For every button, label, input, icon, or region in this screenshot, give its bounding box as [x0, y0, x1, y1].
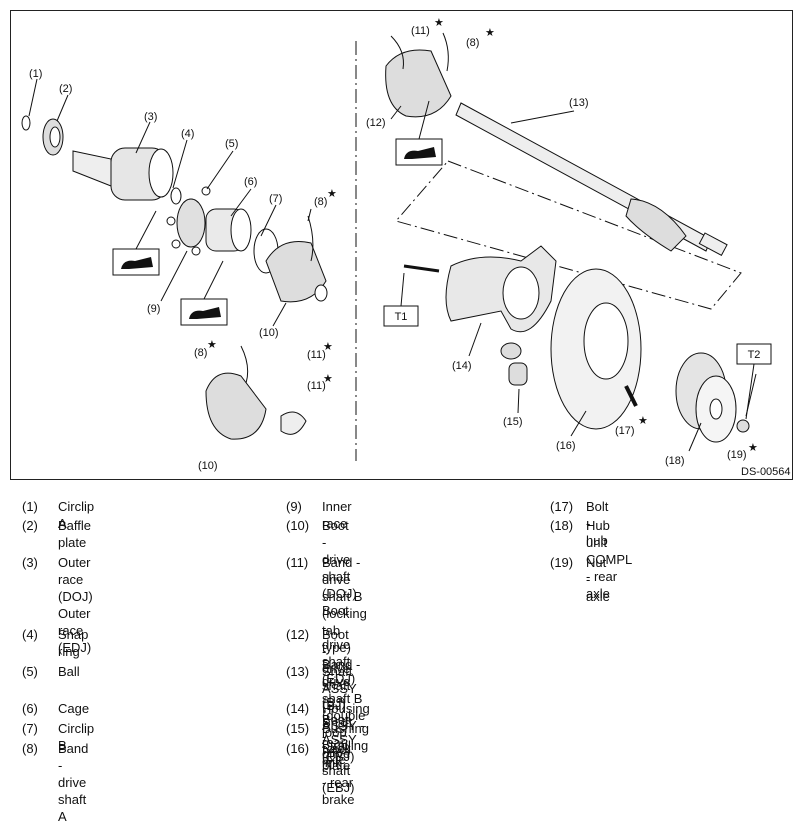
boot-doj-part	[265, 241, 327, 303]
callout-7: (7)	[269, 193, 282, 205]
tool-icon	[180, 298, 228, 326]
nut-axle-part	[736, 419, 750, 433]
callout-9: (9)	[147, 303, 160, 315]
callout-10: (10)	[259, 327, 279, 339]
bolt-t1	[403, 264, 440, 273]
callout-8: (8)	[314, 196, 327, 208]
star-mark: ★	[323, 373, 333, 385]
star-mark: ★	[638, 415, 648, 427]
callout-10b: (10)	[198, 460, 218, 472]
tool-icon	[112, 248, 160, 276]
callout-14: (14)	[452, 360, 472, 372]
boot-edj-part	[205, 372, 267, 440]
callout-15: (15)	[503, 416, 523, 428]
star-mark: ★	[434, 17, 444, 29]
star-mark: ★	[748, 442, 758, 454]
bushing-part	[500, 342, 522, 360]
bolt-hub-part	[624, 385, 638, 407]
callout-11b: (11)	[307, 380, 326, 392]
circlip-a-part	[21, 115, 31, 131]
star-mark: ★	[207, 339, 217, 351]
tool-icon	[395, 138, 443, 166]
parts-legend: (1)Circlip A (2)Baffle plate (3)Outer ra…	[22, 499, 632, 824]
callout-12: (12)	[366, 117, 386, 129]
star-mark: ★	[323, 341, 333, 353]
housing-part	[445, 245, 557, 333]
inner-race-part	[176, 198, 206, 248]
star-mark: ★	[327, 188, 337, 200]
callout-17: (17)	[615, 425, 635, 437]
assembly-outline	[395, 160, 742, 310]
boot-bj-part	[385, 49, 452, 118]
snap-ring-part	[170, 187, 182, 205]
callout-11c: (11)	[411, 25, 430, 37]
callout-8c: (8)	[466, 37, 479, 49]
callout-13: (13)	[569, 97, 589, 109]
ball-part	[201, 186, 211, 196]
star-mark: ★	[485, 27, 495, 39]
callout-1: (1)	[29, 68, 42, 80]
callout-5: (5)	[225, 138, 238, 150]
callout-6: (6)	[244, 176, 257, 188]
diagram-svg: T1 T2 (1) (2) (3) (4) (5) (6) (7) (8) (8…	[21, 17, 791, 478]
callout-19: (19)	[727, 449, 747, 461]
outer-race-shaft	[72, 150, 112, 187]
callout-3: (3)	[144, 111, 157, 123]
diagram-code: DS-00564	[741, 466, 791, 478]
torque-label-t1: T1	[395, 311, 408, 323]
callout-4: (4)	[181, 128, 194, 140]
callout-8b: (8)	[194, 347, 207, 359]
callout-11: (11)	[307, 349, 326, 361]
callout-2: (2)	[59, 83, 72, 95]
band-a-part	[307, 215, 314, 262]
callout-16: (16)	[556, 440, 576, 452]
band-b-part	[280, 411, 307, 435]
exploded-diagram: T1 T2 (1) (2) (3) (4) (5) (6) (7) (8) (8…	[10, 10, 793, 480]
callout-18: (18)	[665, 455, 685, 467]
torque-label-t2: T2	[748, 349, 761, 361]
